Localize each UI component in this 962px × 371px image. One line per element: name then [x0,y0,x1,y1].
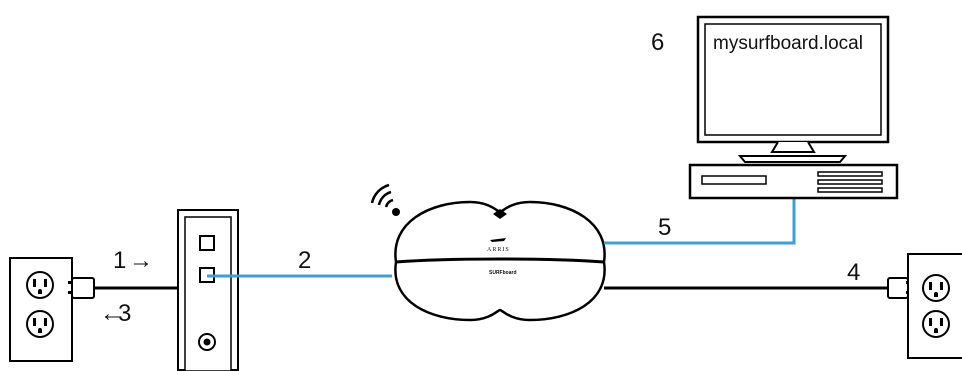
power-plug-left-icon [68,277,95,299]
step-label-6: 6 [651,29,664,56]
coax-port-icon [198,333,216,351]
step-label-3: 3 [118,300,131,327]
step-arrow-3: ← [100,300,124,327]
step-label-4: 4 [847,259,860,286]
ethernet-cable-router-computer [604,198,796,245]
router-model-text: SURFboard [489,270,517,276]
step-label-2: 2 [298,247,311,274]
wall-outlet-right-icon [907,253,962,359]
computer-screen-url: mysurfboard.local [713,33,863,54]
wifi-signal-icon [370,183,400,216]
router-brand-text: ARRIS [487,247,510,253]
step-label-5: 5 [658,214,671,241]
cable-modem-icon [177,209,239,371]
desktop-computer-icon [688,15,899,200]
wall-outlet-left-icon [9,257,73,362]
step-label-1: 1 [113,247,126,274]
wireless-router-icon: ARRIS SURFboard [394,200,606,322]
step-arrow-1: → [129,247,153,274]
